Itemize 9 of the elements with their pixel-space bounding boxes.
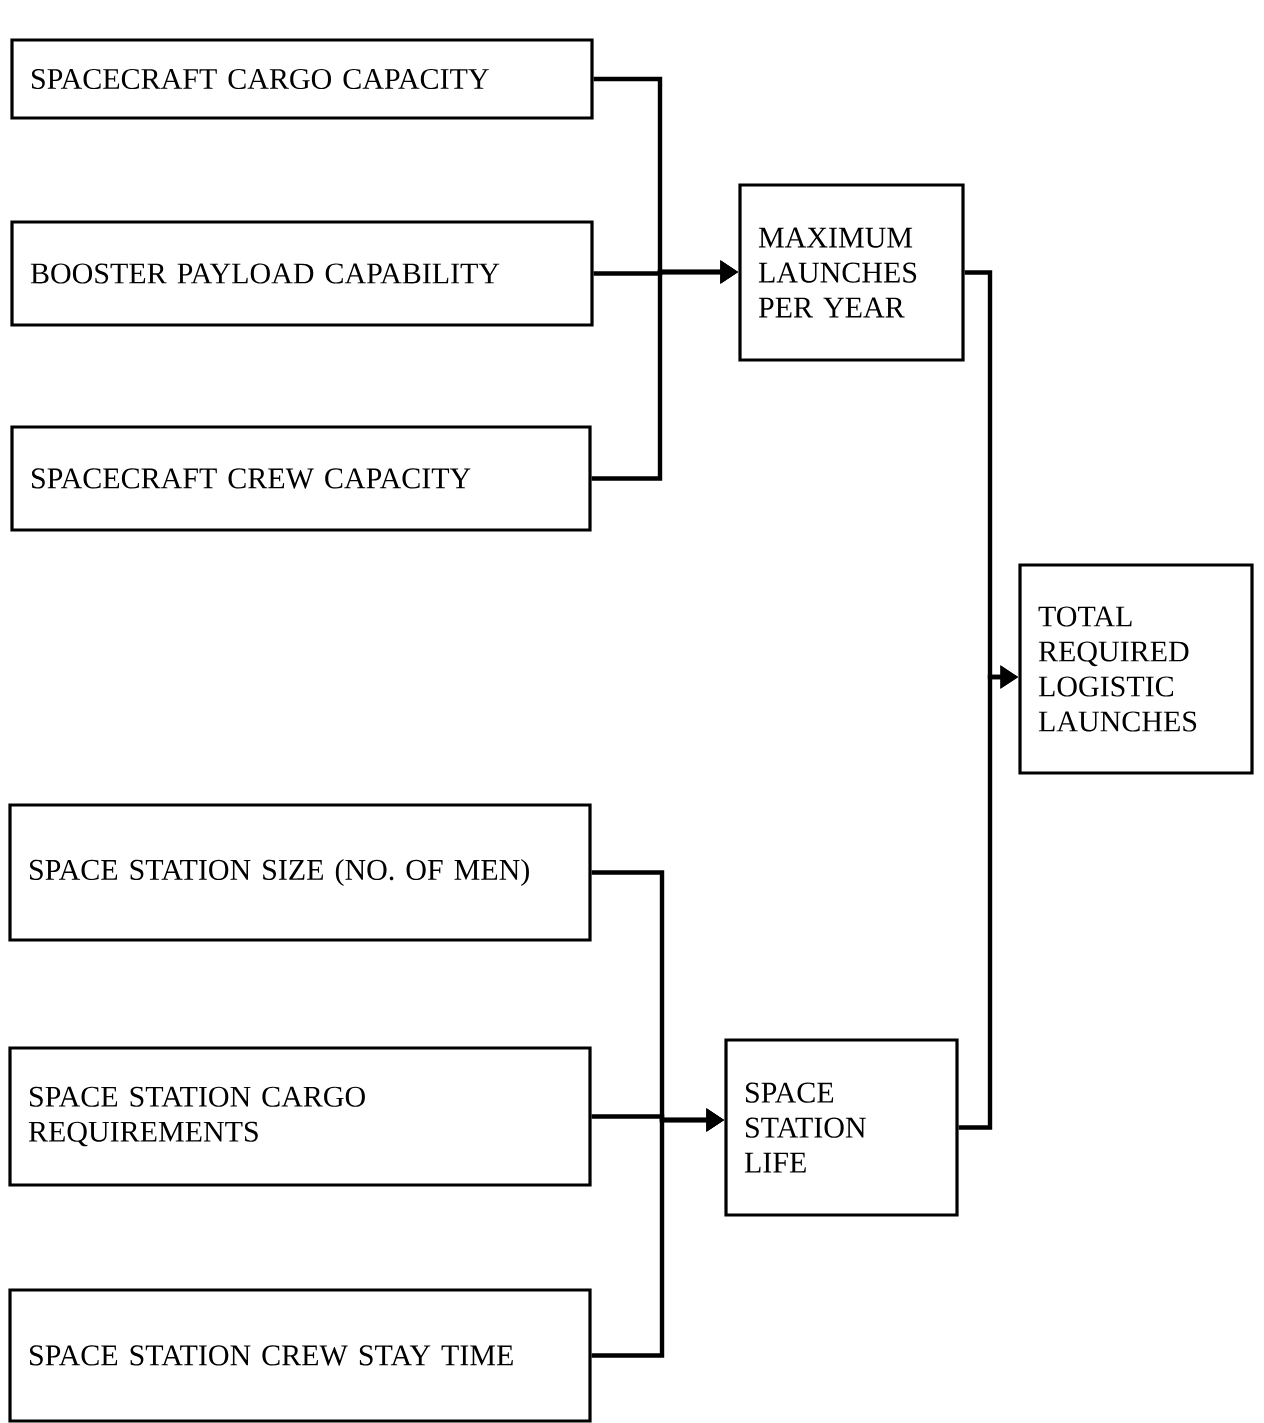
process-box: SPACECRAFT CARGO CAPACITY [10,38,594,120]
process-box: SPACE STATION LIFE [724,1038,959,1217]
process-box: SPACE STATION CREW STAY TIME [8,1288,592,1423]
process-box: SPACECRAFT CREW CAPACITY [10,425,592,532]
process-box: TOTAL REQUIRED LOGISTIC LAUNCHES [1018,563,1254,775]
process-box: BOOSTER PAYLOAD CAPABILITY [10,220,594,327]
process-box: SPACE STATION SIZE (NO. OF MEN) [8,803,592,942]
process-box: SPACE STATION CARGO REQUIREMENTS [8,1046,592,1187]
process-box: MAXIMUM LAUNCHES PER YEAR [738,183,965,362]
